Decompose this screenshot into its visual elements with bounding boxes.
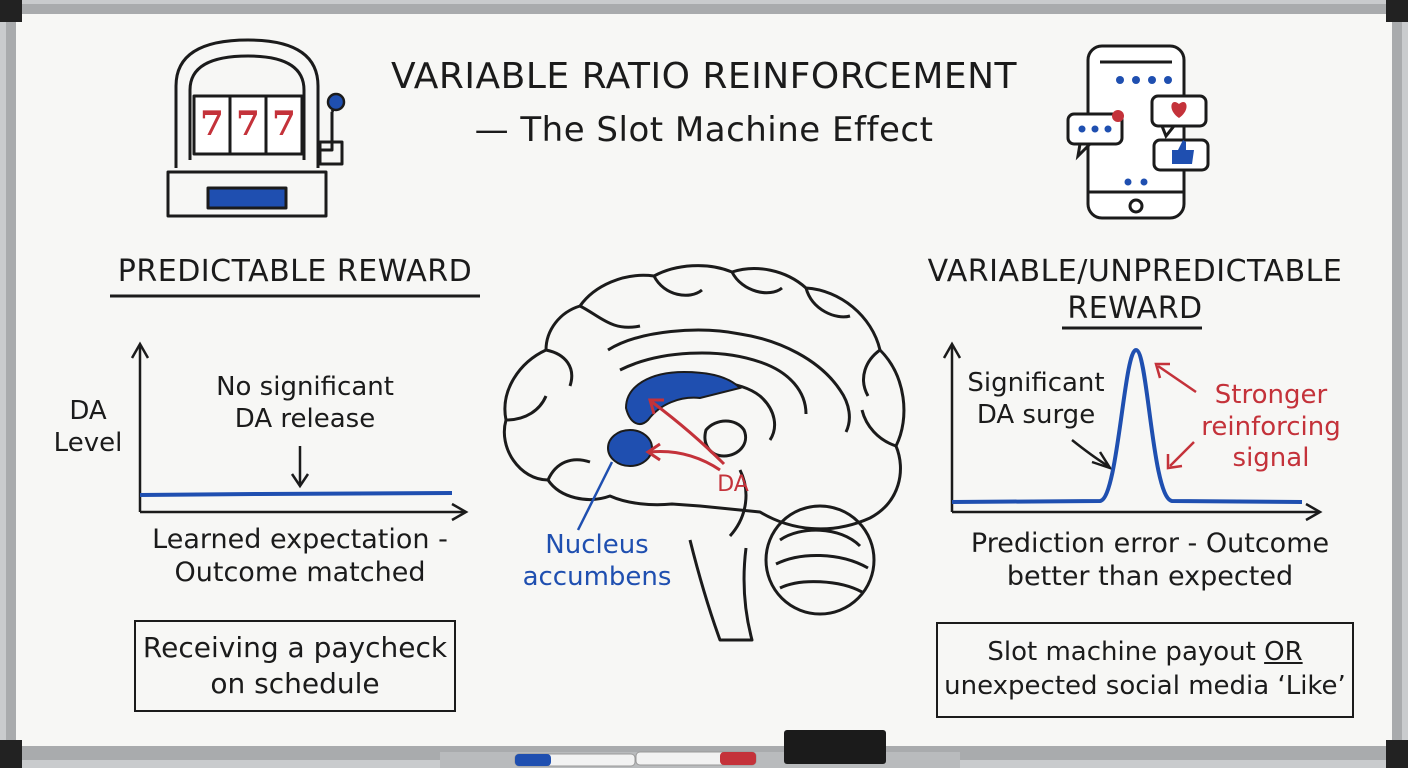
right-heading-line1: VARIABLE/UNPREDICTABLE xyxy=(927,254,1343,289)
left-x-axis-arrow xyxy=(451,502,469,522)
page-subtitle: — The Slot Machine Effect xyxy=(474,110,934,150)
left-annotation-line2: DA release xyxy=(234,403,376,434)
nucleus-accumbens-pointer xyxy=(576,461,614,531)
slot-machine-icon xyxy=(166,38,344,218)
left-heading: PREDICTABLE REWARD xyxy=(117,254,473,289)
thumbs-up-icon xyxy=(1172,140,1194,164)
y-axis-label-line2: Level xyxy=(53,427,123,458)
right-annotation-right-line2: reinforcing xyxy=(1201,411,1341,442)
right-caption-line2: better than expected xyxy=(1006,560,1294,592)
nucleus-accumbens-line2: accumbens xyxy=(522,561,672,592)
reel-3: 7 xyxy=(272,104,296,144)
slot-reels: 7 7 7 xyxy=(194,104,302,144)
right-annotation-left-line2: DA surge xyxy=(976,399,1096,430)
right-example-line2: unexpected social media ‘Like’ xyxy=(944,671,1346,701)
notification-dot xyxy=(1112,110,1124,122)
red-marker[interactable] xyxy=(635,751,757,766)
left-caption: Learned expectation - Outcome matched xyxy=(120,524,480,590)
left-y-axis-label: DA Level xyxy=(52,396,124,459)
left-annotation: No significant DA release xyxy=(190,372,420,435)
brain-sagittal-illustration xyxy=(502,264,906,642)
page-title: VARIABLE RATIO REINFORCEMENT xyxy=(390,56,1018,97)
left-caption-line2: Outcome matched xyxy=(174,556,426,588)
right-graph xyxy=(942,341,1323,522)
nucleus-accumbens-label: Nucleus accumbens xyxy=(512,530,682,593)
right-heading-line2: REWARD xyxy=(1067,290,1203,326)
right-example-line1: Slot machine payout OR xyxy=(944,636,1346,670)
heart-icon xyxy=(1171,102,1187,118)
left-example-box: Receiving a paycheck on schedule xyxy=(134,620,456,712)
right-caption-line1: Prediction error - Outcome xyxy=(970,528,1330,559)
left-caption-line1: Learned expectation - xyxy=(152,524,448,555)
eraser[interactable] xyxy=(784,730,886,764)
right-annotation-left-line1: Significant xyxy=(967,368,1105,398)
left-y-axis-arrow xyxy=(130,341,150,359)
right-example-emphasis: OR xyxy=(1264,637,1303,668)
left-annotation-line1: No significant xyxy=(216,372,394,402)
right-annotation-right-line1: Stronger xyxy=(1214,380,1328,410)
right-caption: Prediction error - Outcome better than e… xyxy=(950,528,1350,594)
right-heading: VARIABLE/UNPREDICTABLE REWARD xyxy=(900,254,1370,327)
left-da-curve xyxy=(139,491,453,497)
blue-marker[interactable] xyxy=(514,753,636,767)
left-example-line1: Receiving a paycheck xyxy=(142,630,448,664)
right-da-spike-curve xyxy=(951,347,1303,504)
reel-2: 7 xyxy=(236,104,260,144)
phone-dots xyxy=(1078,76,1172,186)
dopamine-pathway-arrows xyxy=(645,398,726,472)
reel-1: 7 xyxy=(200,104,224,144)
y-axis-label-line1: DA xyxy=(69,396,107,426)
left-graph xyxy=(130,341,469,522)
right-example-text: Slot machine payout xyxy=(987,637,1265,668)
right-annotation-right: Stronger reinforcing signal xyxy=(1196,380,1346,475)
left-example-line2: on schedule xyxy=(210,667,380,700)
right-annotation-right-line3: signal xyxy=(1232,443,1310,474)
right-example-box: Slot machine payout OR unexpected social… xyxy=(936,622,1354,718)
right-annotation-left: Significant DA surge xyxy=(958,368,1114,431)
red-pointer-arrows xyxy=(1154,362,1197,470)
dopamine-label: DA xyxy=(717,472,749,497)
nucleus-accumbens-line1: Nucleus xyxy=(545,530,649,560)
nucleus-accumbens-region xyxy=(607,429,653,467)
